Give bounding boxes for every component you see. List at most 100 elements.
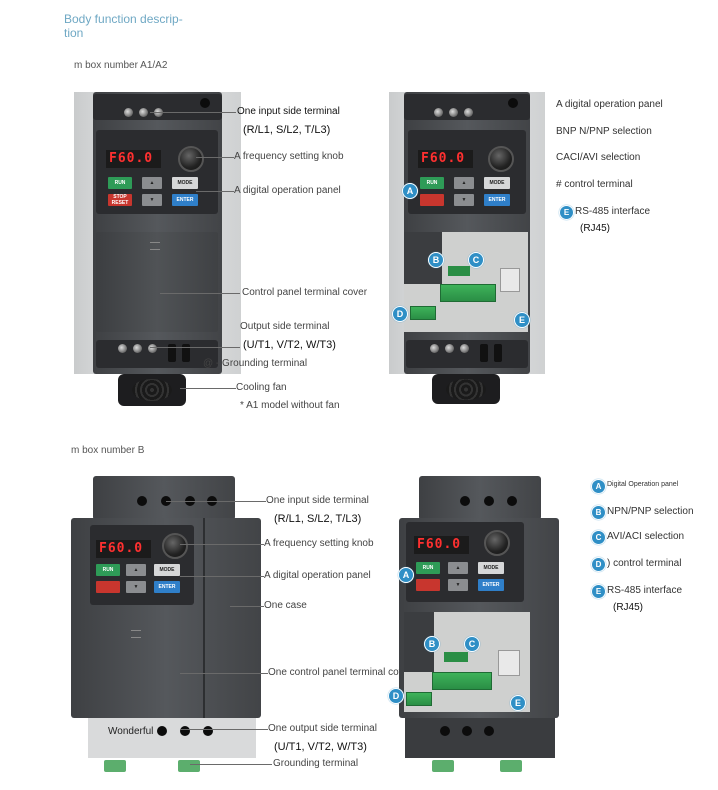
ground-screw-right — [178, 760, 200, 772]
section-a-heading: m box number A1/A2 — [74, 60, 168, 71]
up-key[interactable]: ▲ — [454, 177, 474, 189]
page-title-line2: tion — [64, 26, 84, 40]
up-key[interactable]: ▲ — [126, 564, 146, 576]
frequency-knob[interactable] — [484, 530, 510, 556]
rs485-port — [498, 650, 520, 676]
stop-key[interactable] — [420, 194, 444, 206]
stop-key[interactable] — [416, 579, 440, 591]
label-digital-panel: A digital operation panel — [234, 185, 341, 196]
rs485-terminal — [406, 692, 432, 706]
terminal-hole — [507, 496, 517, 506]
label-b-output-terminal: One output side terminal — [268, 723, 377, 734]
page-title: Body function descrip- tion — [64, 12, 183, 40]
lcd-display: F60.0 — [106, 150, 161, 168]
leader-line — [180, 388, 236, 389]
mode-key[interactable]: MODE — [172, 177, 198, 189]
terminal-screw — [449, 108, 458, 117]
stop-reset-key[interactable]: STOP RESET — [108, 194, 132, 206]
label-fan: Cooling fan — [236, 382, 287, 393]
leader-line — [160, 293, 240, 294]
label-b-knob: A frequency setting knob — [264, 538, 374, 549]
rs485-port — [500, 268, 520, 292]
down-key[interactable]: ▼ — [448, 579, 468, 591]
down-arrow-icon: ▼ — [149, 197, 155, 203]
legend-b-badge-d: D — [591, 557, 606, 572]
terminal-screw — [430, 344, 439, 353]
badge-d: D — [392, 306, 408, 322]
mode-key[interactable]: MODE — [484, 177, 510, 189]
case-seam — [203, 518, 205, 718]
terminal-hole — [484, 726, 494, 736]
dip-switch — [448, 266, 470, 276]
mode-key[interactable]: MODE — [154, 564, 180, 576]
terminal-screw — [133, 344, 142, 353]
run-key[interactable]: RUN — [96, 564, 120, 576]
terminal-hole — [137, 496, 147, 506]
cooling-fan — [118, 374, 186, 406]
down-arrow-icon: ▼ — [461, 197, 467, 203]
terminal-hole — [484, 496, 494, 506]
run-key[interactable]: RUN — [416, 562, 440, 574]
mode-key[interactable]: MODE — [478, 562, 504, 574]
badge-b-e: E — [510, 695, 526, 711]
ground-screw-right — [500, 760, 522, 772]
cover-grip — [150, 242, 160, 250]
down-key[interactable]: ▼ — [454, 194, 474, 206]
cover-grip — [131, 630, 141, 638]
label-b-digital-panel: A digital operation panel — [264, 570, 371, 581]
down-key[interactable]: ▼ — [126, 581, 146, 593]
mount-hole — [200, 98, 210, 108]
leader-line — [166, 501, 266, 502]
run-key[interactable]: RUN — [108, 177, 132, 189]
stop-key[interactable] — [96, 581, 120, 593]
label-input-codes: (R/L1, S/L2, T/L3) — [243, 124, 331, 136]
label-b-grounding: Grounding terminal — [273, 758, 359, 769]
terminal-screw — [139, 108, 148, 117]
legend-b-badge-b: B — [591, 505, 606, 520]
legend-b-a: Digital Operation panel — [607, 481, 679, 488]
leader-line — [180, 729, 268, 730]
enter-key[interactable]: ENTER — [154, 581, 180, 593]
lcd-display: F60.0 — [96, 540, 151, 558]
cooling-fan — [432, 374, 500, 404]
frequency-knob[interactable] — [178, 146, 204, 172]
frequency-knob[interactable] — [162, 533, 188, 559]
badge-a: A — [402, 183, 418, 199]
enter-key[interactable]: ENTER — [478, 579, 504, 591]
terminal-screw — [445, 344, 454, 353]
ground-screw-left — [104, 760, 126, 772]
terminal-hole — [203, 726, 213, 736]
legend-b-badge-e: E — [591, 584, 606, 599]
badge-b-d: D — [388, 688, 404, 704]
badge-c: C — [468, 252, 484, 268]
badge-b-a: A — [398, 567, 414, 583]
badge-b-c: C — [464, 636, 480, 652]
leader-line — [180, 544, 264, 545]
up-key[interactable]: ▲ — [142, 177, 162, 189]
up-key[interactable]: ▲ — [448, 562, 468, 574]
leader-line — [230, 606, 264, 607]
mount-hole — [508, 98, 518, 108]
down-key[interactable]: ▼ — [142, 194, 162, 206]
label-b-input-codes: (R/L1, S/L2, T/L3) — [274, 513, 362, 525]
bottom-plate — [88, 718, 256, 758]
label-grounding: @ - Grounding terminal — [203, 358, 308, 369]
legend-badge-e: E — [559, 205, 574, 220]
run-key[interactable]: RUN — [420, 177, 444, 189]
page-title-line1: Body function descrip- — [64, 12, 183, 26]
terminal-hole — [462, 726, 472, 736]
badge-b-b: B — [424, 636, 440, 652]
label-knob: A frequency setting knob — [234, 151, 344, 162]
badge-e: E — [514, 312, 530, 328]
enter-key[interactable]: ENTER — [172, 194, 198, 206]
lcd-display: F60.0 — [414, 536, 469, 554]
label-b-output-codes: (U/T1, V/T2, W/T3) — [274, 741, 367, 753]
ground-slot — [168, 344, 176, 362]
leader-line — [180, 673, 268, 674]
legend-b-e-sub: (RJ45) — [613, 602, 644, 613]
enter-key[interactable]: ENTER — [484, 194, 510, 206]
frequency-knob[interactable] — [488, 146, 514, 172]
control-terminal-cover — [96, 232, 218, 332]
legend-b-b: NPN/PNP selection — [607, 506, 694, 517]
terminal-screw — [118, 344, 127, 353]
